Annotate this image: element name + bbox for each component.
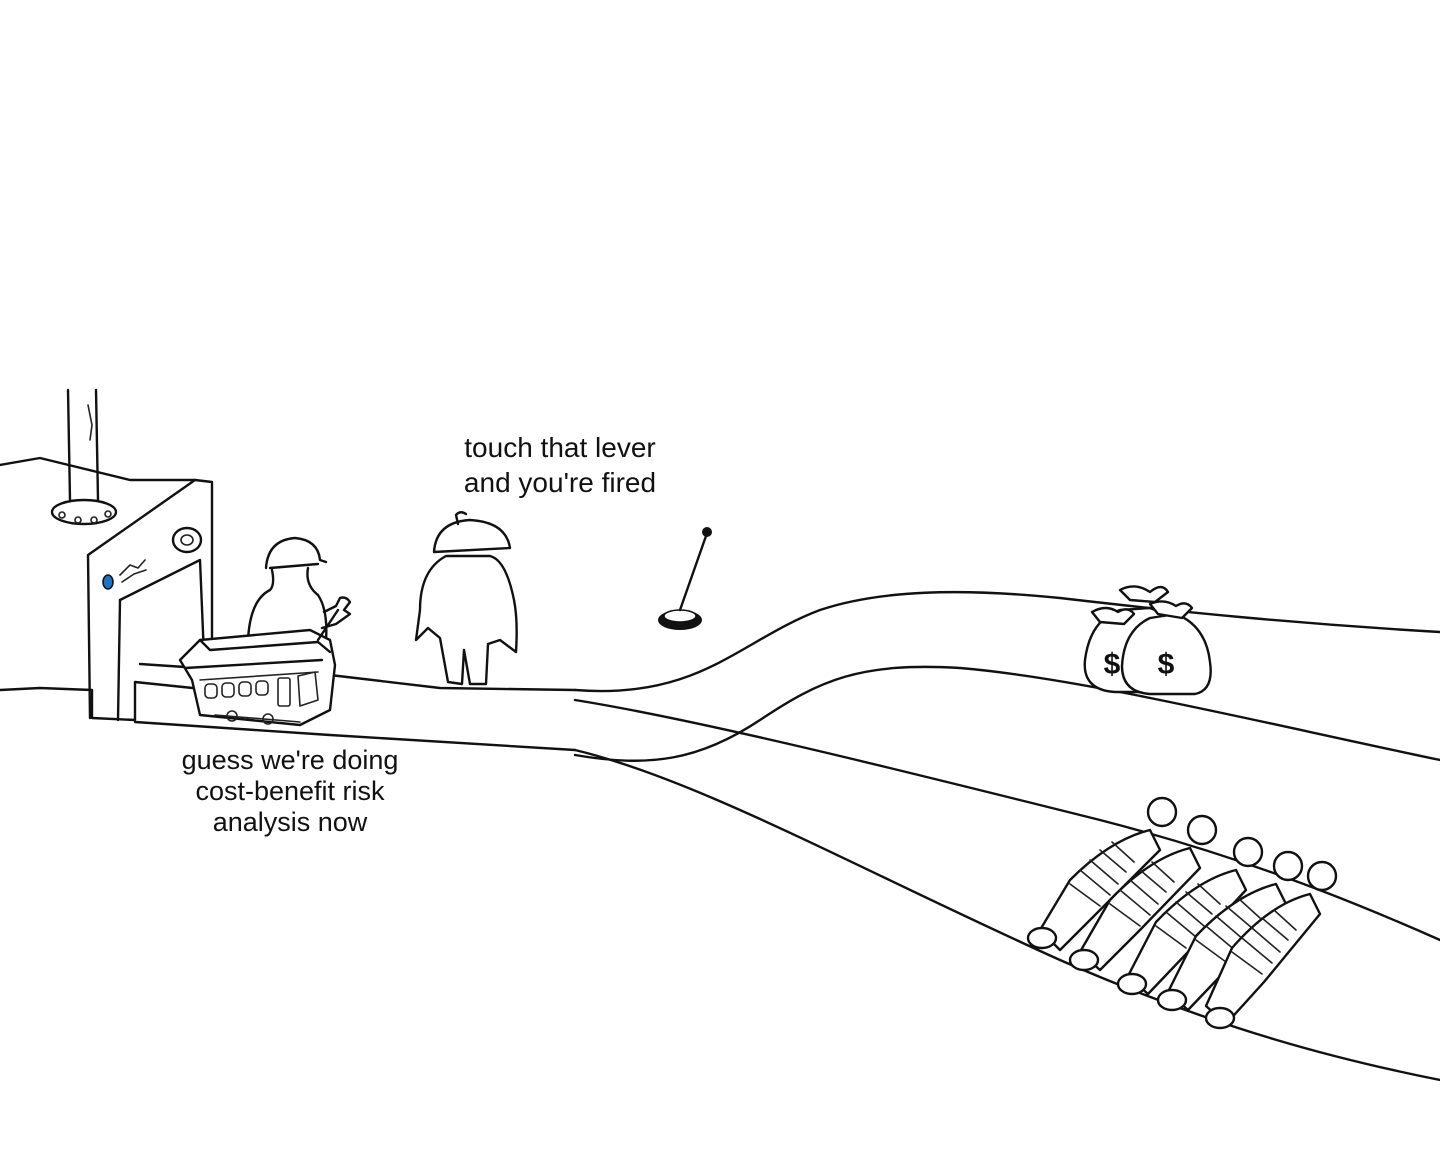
person-1 [1026,796,1178,952]
tied-people-icon [1026,796,1338,1030]
worker-caption-line-1: guess we're doing [181,745,399,775]
worker-caption-line-2: cost-benefit risk [195,776,385,806]
person-4 [1156,850,1304,1012]
tracks [573,590,1440,1082]
boss-speech-caption: touch that lever and you're fired [440,430,680,500]
worker-caption-line-3: analysis now [212,807,368,837]
hardhat-worker-icon [246,536,352,642]
worker-speech-caption: guess we're doing cost-benefit risk anal… [160,745,420,838]
person-2 [1068,814,1218,972]
boss-silhouette-icon [414,511,518,686]
track-lower-left [133,720,577,752]
boss-caption-line-2: and you're fired [463,467,657,498]
boss-caption-line-1: touch that lever [464,432,656,463]
money-symbol-2: $ [1158,648,1175,681]
factory-building-icon [0,388,214,722]
person-5 [1204,860,1338,1030]
money-bag-icon: $ $ [1083,585,1212,696]
money-symbol-1: $ [1104,648,1121,681]
trolley-car-icon [178,608,340,727]
person-3 [1116,836,1264,996]
lever-switch-icon [658,527,712,630]
